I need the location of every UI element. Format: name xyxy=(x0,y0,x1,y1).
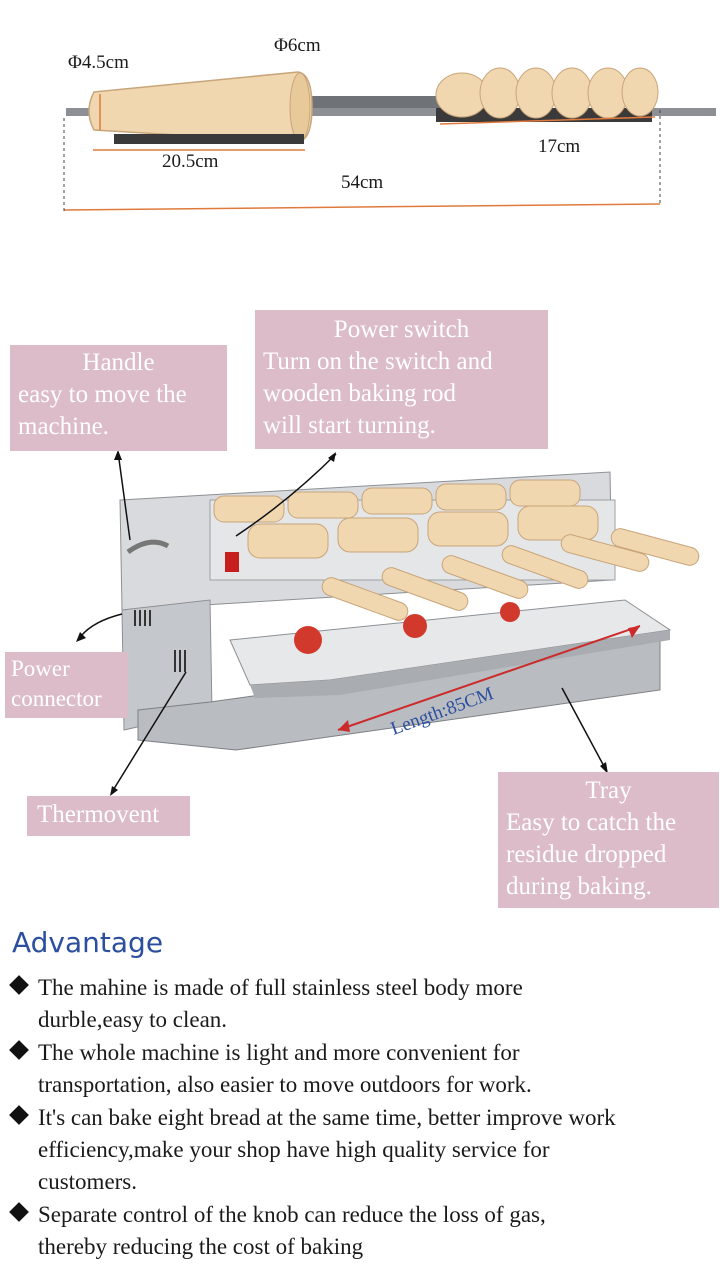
callout-handle-line: machine. xyxy=(18,413,109,440)
callout-power-switch-line: Turn on the switch and xyxy=(263,348,493,375)
callout-power-connector: Power connector xyxy=(5,652,128,718)
callout-power-switch-title: Power switch xyxy=(333,316,470,343)
dim-large-diameter: Φ6cm xyxy=(274,35,321,56)
advantage-item-line: durble,easy to clean. xyxy=(38,1007,228,1032)
advantage-item-line: The mahine is made of full stainless ste… xyxy=(38,975,523,1000)
callout-tray-line: residue dropped xyxy=(506,841,667,868)
advantage-item-line: The whole machine is light and more conv… xyxy=(38,1040,520,1065)
callout-tray-line: during baking. xyxy=(506,873,652,900)
advantage-item: The mahine is made of full stainless ste… xyxy=(9,972,716,1036)
callout-thermovent-line: Thermovent xyxy=(37,801,160,828)
callout-power-switch-line: will start turning. xyxy=(263,412,436,439)
bullet-diamond-icon xyxy=(9,1202,29,1222)
dim-handle-length: 17cm xyxy=(538,136,581,157)
callout-tray-line: Easy to catch the xyxy=(506,809,677,836)
advantage-item-line: customers. xyxy=(38,1169,138,1194)
bullet-diamond-icon xyxy=(9,975,29,995)
advantage-item: Separate control of the knob can reduce … xyxy=(9,1199,716,1263)
advantage-item-line: efficiency,make your shop have high qual… xyxy=(38,1137,550,1162)
wooden-handle xyxy=(435,67,659,122)
callout-handle-line: easy to move the xyxy=(18,381,187,408)
advantage-item-line: transportation, also easier to move outd… xyxy=(38,1072,532,1097)
callout-arrows xyxy=(76,450,608,796)
callout-handle-title: Handle xyxy=(82,349,155,376)
bullet-diamond-icon xyxy=(9,1105,29,1125)
bullet-diamond-icon xyxy=(9,1040,29,1060)
wooden-roller xyxy=(88,71,313,143)
callout-power-switch: Power switch Turn on the switch and wood… xyxy=(255,310,548,449)
callout-tray-title: Tray xyxy=(585,777,632,804)
callout-power-connector-line: connector xyxy=(11,686,102,711)
advantage-item-line: It's can bake eight bread at the same ti… xyxy=(38,1105,616,1130)
callout-tray: Tray Easy to catch the residue dropped d… xyxy=(498,772,719,908)
callout-thermovent: Thermovent xyxy=(27,796,190,836)
dim-small-diameter: Φ4.5cm xyxy=(68,52,129,73)
advantage-item-line: Separate control of the knob can reduce … xyxy=(38,1202,546,1227)
callout-power-connector-line: Power xyxy=(11,656,70,681)
baking-rod-diagram xyxy=(63,67,716,212)
callout-power-switch-line: wooden baking rod xyxy=(263,380,457,407)
rod-shaft xyxy=(66,108,716,116)
callout-handle: Handle easy to move the machine. xyxy=(10,345,227,451)
dim-total-length: 54cm xyxy=(341,172,384,193)
dim-wood-length: 20.5cm xyxy=(162,151,219,172)
advantage-item-line: thereby reducing the cost of baking xyxy=(38,1234,364,1259)
kurtos-oven-machine xyxy=(119,471,700,751)
advantage-heading: Advantage xyxy=(12,926,164,959)
advantage-list: The mahine is made of full stainless ste… xyxy=(9,972,716,1264)
advantage-item: It's can bake eight bread at the same ti… xyxy=(9,1102,716,1198)
advantage-item: The whole machine is light and more conv… xyxy=(9,1037,716,1101)
